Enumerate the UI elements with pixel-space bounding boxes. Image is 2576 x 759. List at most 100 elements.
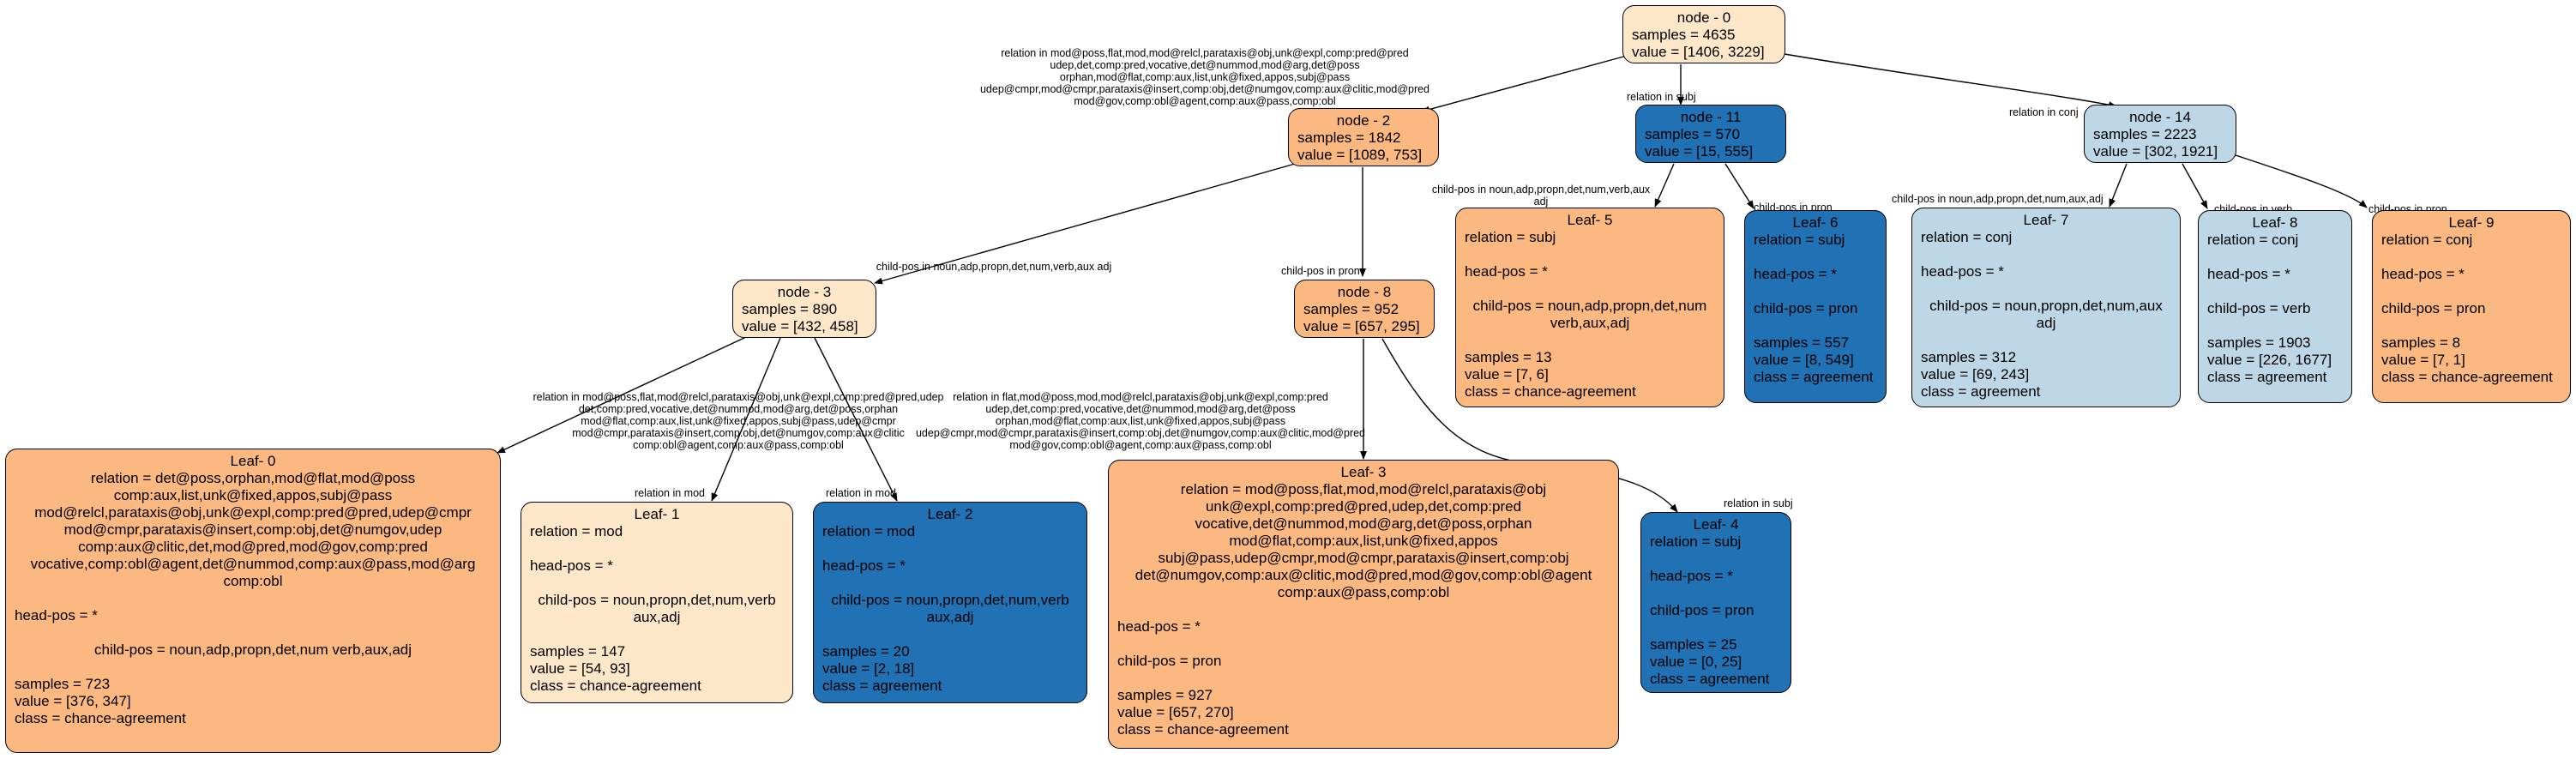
leaf-title: Leaf- 0 [230, 453, 276, 469]
edge-14-7 [2109, 163, 2128, 208]
leaf-child-pos: child-pos = verb [2207, 300, 2311, 316]
edge-14-9 [2232, 154, 2368, 208]
node-title: node - 0 [1676, 9, 1731, 26]
leaf-title: Leaf- 5 [1567, 212, 1613, 228]
edge-3-1 [711, 337, 781, 502]
edge-label-3-0: relation in mod@poss,flat,mod@relcl,para… [533, 391, 944, 451]
edge-label-3-2: relation in mod [826, 487, 896, 499]
leaf-head-pos: head-pos = * [1650, 568, 1733, 584]
leaf-title: Leaf- 1 [634, 506, 680, 522]
node-value: value = [1406, 3229] [1632, 44, 1765, 60]
leaf-relation: relation = conj [2207, 232, 2299, 248]
leaf-head-pos: head-pos = * [822, 557, 906, 574]
edge-label-8-3: relation in flat,mod@poss,mod,mod@relcl,… [915, 391, 1366, 451]
leaf-head-pos: head-pos = * [1921, 263, 2004, 280]
leaf-samples: samples = 1903 [2207, 334, 2311, 351]
edge-label-2-8: child-pos in pron [1281, 265, 1360, 277]
tree-node-8: node - 8 samples = 952 value = [657, 295… [1294, 280, 1435, 338]
leaf-head-pos: head-pos = * [530, 557, 613, 574]
edge-14-8 [2182, 163, 2208, 209]
leaf-samples: samples = 20 [822, 643, 910, 660]
tree-leaf-2: Leaf- 2 relation = mod head-pos = * chil… [813, 502, 1087, 703]
leaf-samples: samples = 312 [1921, 349, 2017, 365]
node-value: value = [1089, 753] [1297, 147, 1423, 163]
leaf-relation: relation = conj [1921, 229, 2013, 245]
leaf-child-pos: child-pos = noun,adp,propn,det,num verb,… [94, 642, 412, 658]
tree-node-11: node - 11 samples = 570 value = [15, 555… [1635, 105, 1786, 163]
tree-leaf-7: Leaf- 7 relation = conj head-pos = * chi… [1911, 208, 2181, 407]
edge-label-2-3: child-pos in noun,adp,propn,det,num,verb… [876, 261, 1112, 273]
edge-label-0-11: relation in subj [1627, 91, 1696, 103]
node-samples: samples = 2223 [2093, 126, 2197, 142]
leaf-relation: relation = conj [2381, 232, 2473, 248]
node-value: value = [657, 295] [1303, 318, 1420, 334]
leaf-value: value = [226, 1677] [2207, 352, 2332, 368]
leaf-value: value = [7, 1] [2381, 352, 2465, 368]
leaf-class: class = chance-agreement [15, 710, 186, 726]
node-title: node - 14 [2129, 109, 2191, 125]
edge-2-3 [874, 163, 1296, 285]
leaf-head-pos: head-pos = * [1754, 266, 1837, 282]
node-samples: samples = 890 [742, 301, 838, 317]
tree-node-3: node - 3 samples = 890 value = [432, 458… [732, 280, 876, 338]
tree-node-14: node - 14 samples = 2223 value = [302, 1… [2084, 105, 2236, 163]
leaf-title: Leaf- 2 [927, 506, 973, 522]
leaf-head-pos: head-pos = * [2381, 266, 2465, 282]
node-value: value = [15, 555] [1645, 143, 1754, 160]
leaf-title: Leaf- 9 [2448, 214, 2495, 231]
leaf-head-pos: head-pos = * [1465, 263, 1548, 280]
leaf-samples: samples = 13 [1465, 349, 1552, 365]
node-samples: samples = 4635 [1632, 27, 1736, 43]
leaf-relation: relation = det@poss,orphan,mod@flat,mod@… [30, 470, 476, 589]
leaf-title: Leaf- 7 [2023, 212, 2069, 228]
leaf-head-pos: head-pos = * [1117, 618, 1201, 635]
edge-0-14 [1779, 52, 2117, 109]
leaf-class: class = agreement [1921, 383, 2041, 400]
leaf-class: class = chance-agreement [1117, 721, 1289, 738]
tree-leaf-0: Leaf- 0 relation = det@poss,orphan,mod@f… [5, 449, 501, 753]
leaf-class: class = agreement [822, 678, 942, 694]
tree-leaf-4: Leaf- 4 relation = subj head-pos = * chi… [1640, 512, 1791, 693]
leaf-samples: samples = 25 [1650, 636, 1737, 653]
tree-leaf-3: Leaf- 3 relation = mod@poss,flat,mod,mod… [1108, 460, 1619, 749]
edge-label-14-7: child-pos in noun,adp,propn,det,num,aux,… [1892, 193, 2104, 205]
leaf-value: value = [54, 93] [530, 660, 630, 677]
edge-label-0-14: relation in conj [2009, 106, 2079, 118]
leaf-title: Leaf- 3 [1340, 464, 1387, 480]
leaf-child-pos: child-pos = noun,propn,det,num,verb aux,… [538, 592, 776, 625]
leaf-head-pos: head-pos = * [15, 607, 98, 623]
leaf-class: class = chance-agreement [1465, 383, 1636, 400]
leaf-relation: relation = subj [1465, 229, 1556, 245]
tree-node-2: node - 2 samples = 1842 value = [1089, 7… [1288, 108, 1439, 166]
tree-leaf-5: Leaf- 5 relation = subj head-pos = * chi… [1455, 208, 1724, 407]
leaf-child-pos: child-pos = pron [2381, 300, 2486, 316]
leaf-title: Leaf- 8 [2252, 214, 2298, 231]
tree-node-0: node - 0 samples = 4635 value = [1406, 3… [1622, 5, 1785, 63]
tree-leaf-8: Leaf- 8 relation = conj head-pos = * chi… [2198, 210, 2352, 403]
leaf-child-pos: child-pos = noun,adp,propn,det,num verb,… [1472, 298, 1707, 331]
leaf-child-pos: child-pos = noun,propn,det,num,verb aux,… [831, 592, 1069, 625]
tree-leaf-6: Leaf- 6 relation = subj head-pos = * chi… [1744, 210, 1887, 403]
leaf-value: value = [657, 270] [1117, 704, 1234, 720]
leaf-value: value = [7, 6] [1465, 366, 1549, 383]
edge-3-0 [497, 336, 747, 454]
tree-leaf-9: Leaf- 9 relation = conj head-pos = * chi… [2372, 210, 2571, 403]
leaf-child-pos: child-pos = pron [1754, 300, 1858, 316]
edge-3-2 [814, 337, 898, 502]
leaf-class: class = agreement [1754, 369, 1874, 385]
leaf-child-pos: child-pos = pron [1650, 602, 1754, 618]
leaf-head-pos: head-pos = * [2207, 266, 2290, 282]
edge-0-2 [1421, 55, 1628, 113]
edge-label-8-4: relation in subj [1724, 497, 1793, 509]
leaf-class: class = chance-agreement [530, 678, 701, 694]
node-title: node - 3 [777, 284, 832, 300]
leaf-value: value = [8, 549] [1754, 352, 1854, 368]
node-value: value = [302, 1921] [2093, 143, 2218, 160]
node-samples: samples = 570 [1645, 126, 1741, 142]
node-value: value = [432, 458] [742, 318, 858, 334]
node-title: node - 11 [1680, 109, 1742, 125]
leaf-value: value = [69, 243] [1921, 366, 2030, 383]
leaf-relation: relation = mod [822, 523, 916, 539]
leaf-class: class = chance-agreement [2381, 369, 2553, 385]
